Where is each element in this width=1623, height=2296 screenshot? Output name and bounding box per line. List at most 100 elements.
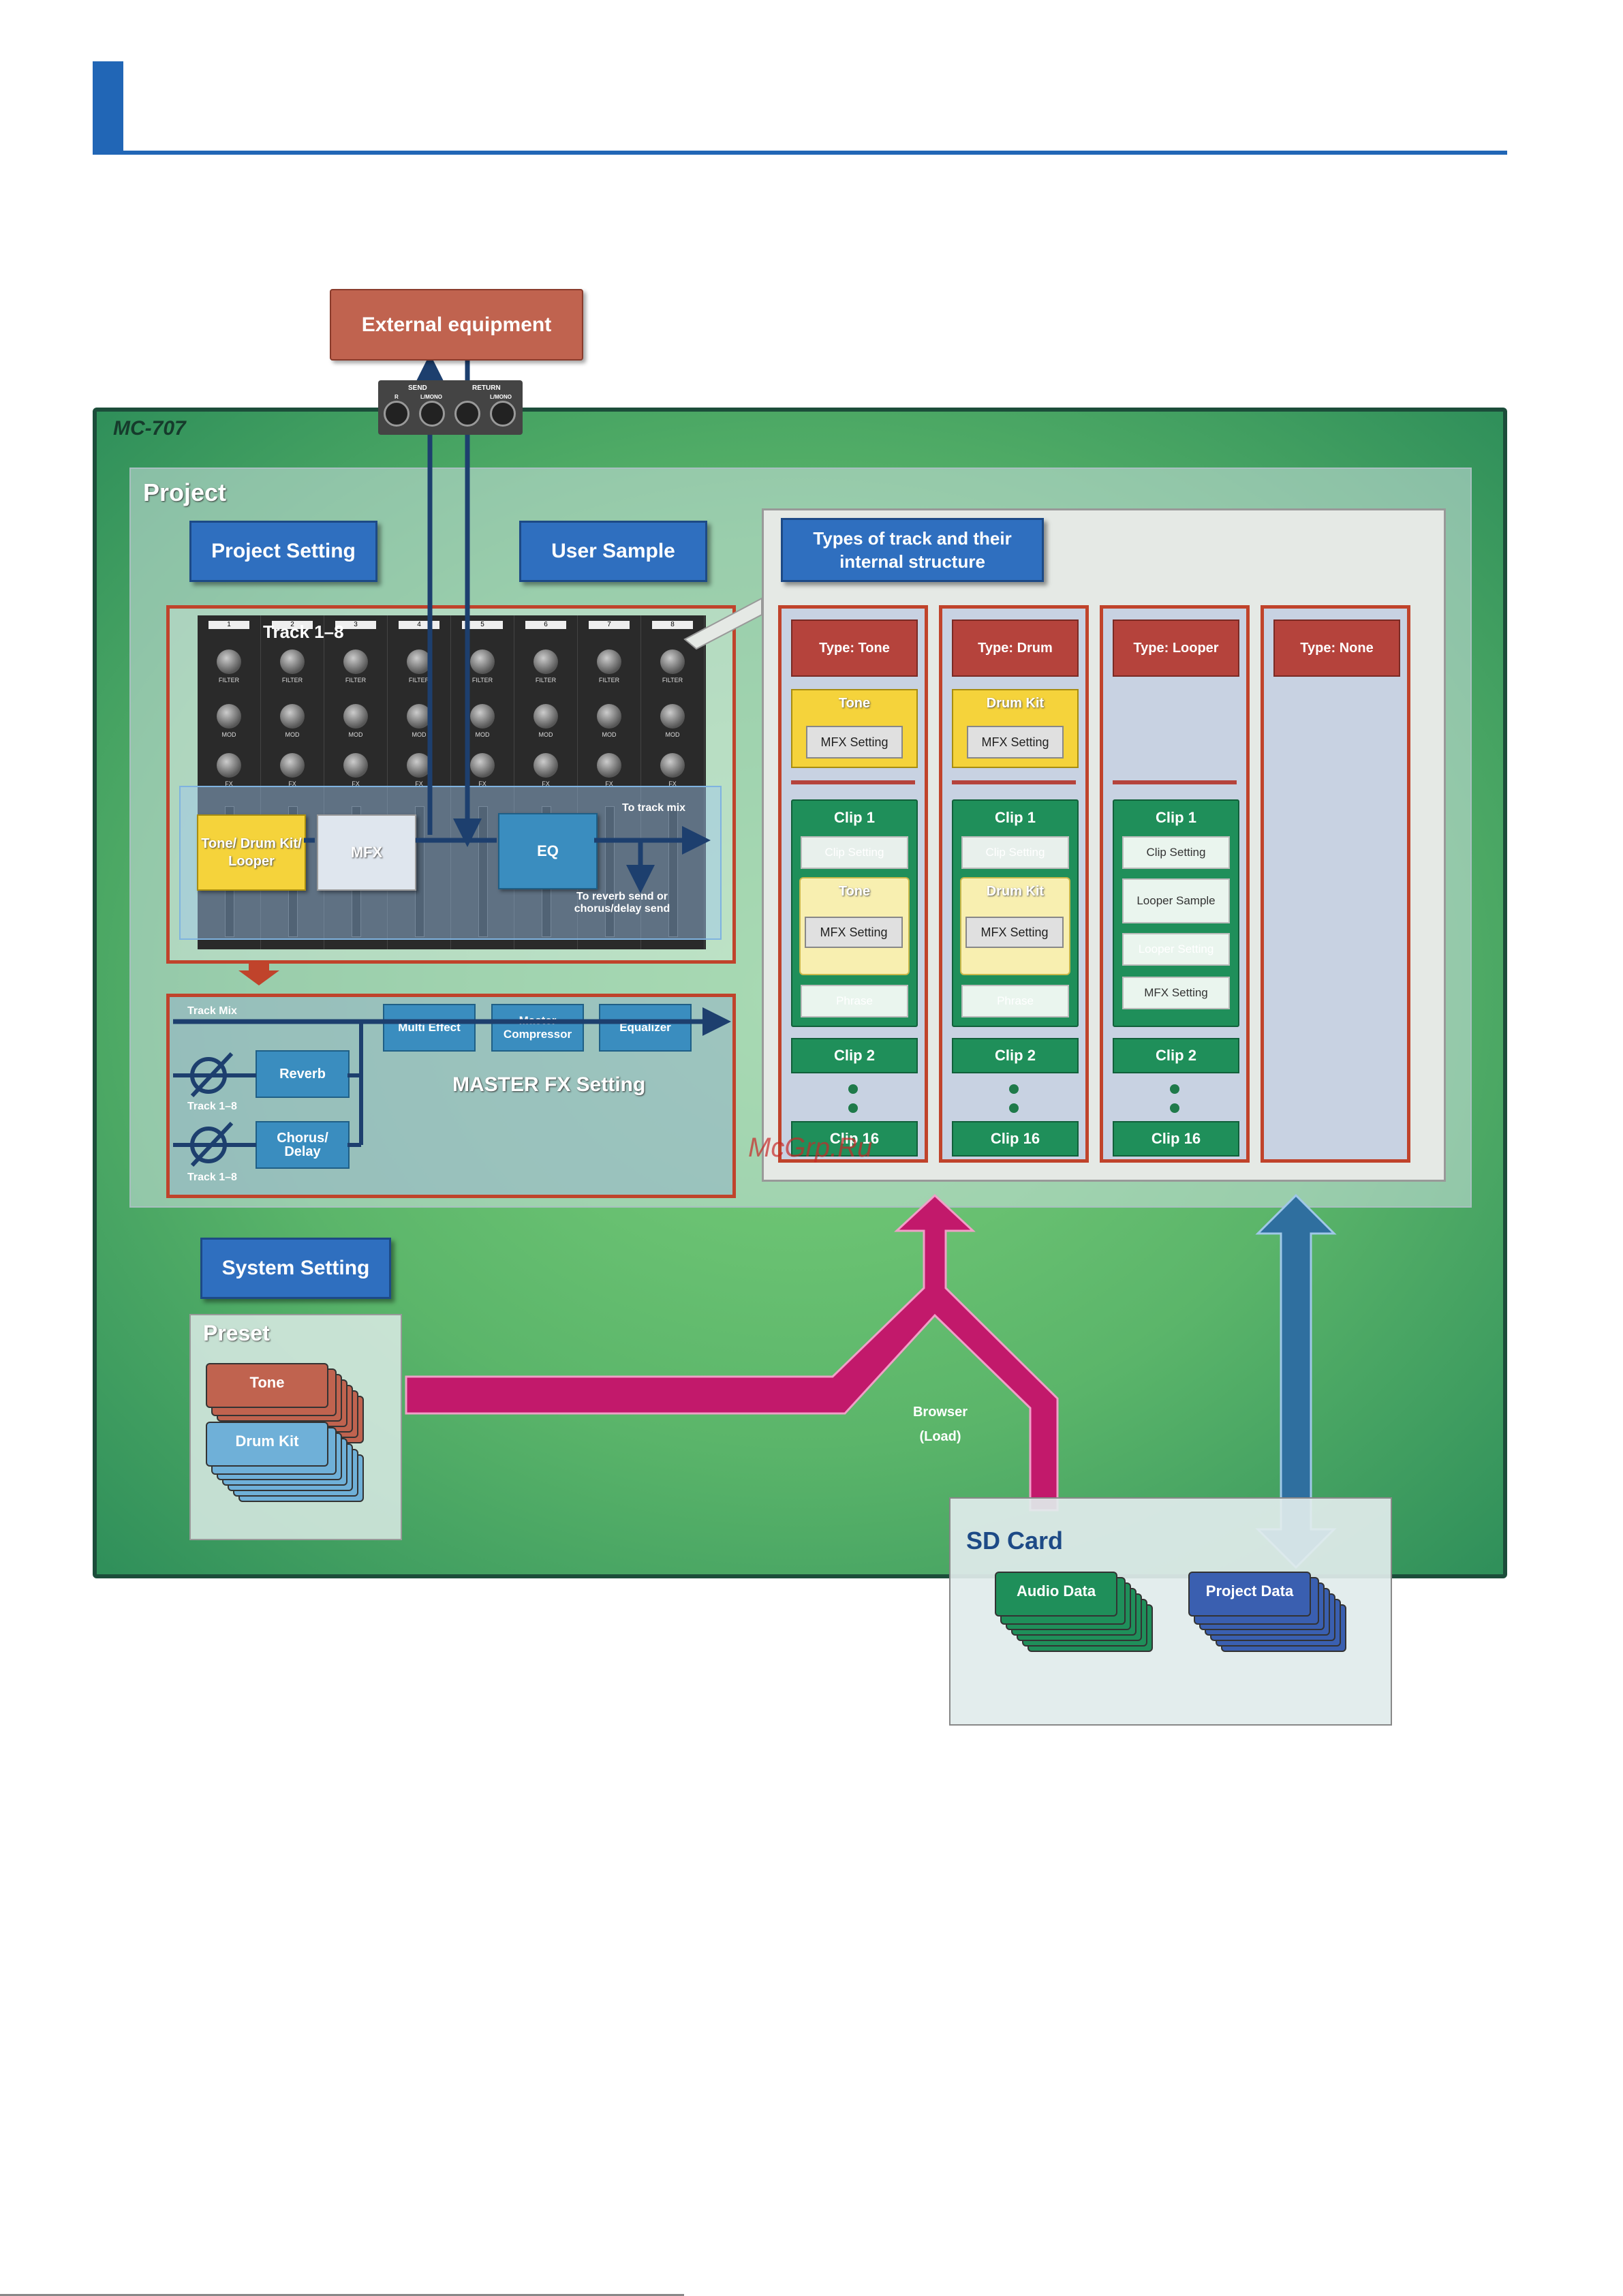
fx-knob[interactable] [470,753,495,778]
looper-sample-box: Looper Sample [1122,878,1230,923]
filter-knob[interactable] [597,649,621,674]
send-level-icon [190,1127,227,1163]
tone-inner-title: Tone [838,884,871,899]
fx-knob[interactable] [534,753,558,778]
external-equipment-box: External equipment [330,289,583,361]
mod-knob[interactable] [343,704,368,729]
tone-box: Tone MFX Setting [791,689,918,768]
filter-knob[interactable] [280,649,305,674]
fx-knob[interactable] [280,753,305,778]
clip1-group: Clip 1 Clip Setting Looper Sample Looper… [1113,799,1239,1027]
clip2-bar[interactable]: Clip 2 [1113,1038,1239,1073]
phrase-box: Phrase [801,985,908,1017]
fx-knob-label: FX [225,780,233,787]
mod-knob[interactable] [470,704,495,729]
fx-knob-label: FX [478,780,486,787]
track18-label-a: Track 1–8 [187,1101,237,1112]
project-label: Project [143,478,227,506]
fx-knob[interactable] [407,753,431,778]
fx-knob[interactable] [597,753,621,778]
callout-wedge [683,597,762,650]
clip2-bar[interactable]: Clip 2 [791,1038,918,1073]
tone-box-title: Tone [838,696,871,711]
drumkit-inner-title: Drum Kit [986,884,1045,899]
filter-knob[interactable] [217,649,241,674]
clip1-label: Clip 1 [995,809,1036,826]
clip-setting-button[interactable]: Clip Setting [1122,836,1230,869]
fx-knob-label: FX [352,780,360,787]
mfx-setting-button[interactable]: MFX Setting [967,726,1064,759]
clip16-bar[interactable]: Clip 16 [952,1121,1079,1157]
filter-knob[interactable] [534,649,558,674]
clip-setting-button[interactable]: Clip Setting [961,836,1069,869]
types-title-box: Types of track and their internal struct… [781,518,1044,582]
stack-card-label: Audio Data [995,1572,1117,1617]
project-setting-button[interactable]: Project Setting [189,521,377,582]
mod-knob[interactable] [217,704,241,729]
mfx-box: MFX [317,814,416,891]
fx-knob[interactable] [217,753,241,778]
jack-panel: SEND RETURN R L/MONO L/MONO [378,380,523,435]
multi-effect-button[interactable]: Multi Effect [383,1004,476,1052]
mod-knob[interactable] [534,704,558,729]
mod-knob[interactable] [660,704,685,729]
return-label: RETURN [472,384,501,392]
mod-knob-label: MOD [221,731,236,738]
jack-lmono-label: L/MONO [420,394,442,400]
inner-mfx-setting-button[interactable]: MFX Setting [965,917,1064,948]
clip16-bar[interactable]: Clip 16 [791,1121,918,1157]
channel-number: 8 [652,621,693,629]
footer-rule [0,2294,684,2296]
filter-knob[interactable] [407,649,431,674]
jack-r-label: R [395,394,399,400]
separator [791,780,915,784]
stack-card-label: Tone [206,1363,328,1408]
clip2-bar[interactable]: Clip 2 [952,1038,1079,1073]
browser-text: Browser [912,1405,968,1420]
mod-knob[interactable] [597,704,621,729]
inner-mfx-setting-button[interactable]: MFX Setting [805,917,903,948]
filter-knob[interactable] [343,649,368,674]
drumkit-box-title: Drum Kit [986,696,1045,711]
jack-lmono-label-2: L/MONO [490,394,512,400]
filter-knob[interactable] [470,649,495,674]
filter-knob[interactable] [660,649,685,674]
stack-card-label: Drum Kit [206,1422,328,1467]
mod-knob-label: MOD [665,731,680,738]
sd-card-label: SD Card [966,1527,1064,1555]
mod-knob[interactable] [280,704,305,729]
type-tone-header: Type: Tone [791,619,918,677]
type-looper-header: Type: Looper [1113,619,1239,677]
equalizer-button[interactable]: Equalizer [599,1004,692,1052]
mfx-setting-button[interactable]: MFX Setting [1122,977,1230,1009]
master-fx-title: MASTER FX Setting [452,1073,646,1096]
clip-setting-button[interactable]: Clip Setting [801,836,908,869]
fx-knob-label: FX [605,780,613,787]
fx-knob[interactable] [660,753,685,778]
separator [1113,780,1237,784]
mod-knob-label: MOD [602,731,617,738]
filter-knob-label: FILTER [345,677,367,684]
filter-knob-label: FILTER [408,677,430,684]
mod-knob[interactable] [407,704,431,729]
load-text: (Load) [919,1429,961,1444]
clip16-bar[interactable]: Clip 16 [1113,1121,1239,1157]
tone-inner-box: Tone MFX Setting [799,877,910,975]
clip1-group: Clip 1 Clip Setting Tone MFX Setting Phr… [791,799,918,1027]
fx-knob[interactable] [343,753,368,778]
filter-knob-label: FILTER [662,677,683,684]
system-setting-button[interactable]: System Setting [200,1238,391,1299]
fx-knob-label: FX [415,780,423,787]
user-sample-button[interactable]: User Sample [519,521,707,582]
mod-knob-label: MOD [538,731,553,738]
phrase-box: Phrase [961,985,1069,1017]
mfx-setting-button[interactable]: MFX Setting [806,726,903,759]
header-rule [93,151,1507,155]
looper-setting-button[interactable]: Looper Setting [1122,933,1230,966]
jack-icon [384,401,409,427]
down-arrow [238,964,279,985]
send-level-icon [190,1057,227,1094]
jack-icon [454,401,480,427]
